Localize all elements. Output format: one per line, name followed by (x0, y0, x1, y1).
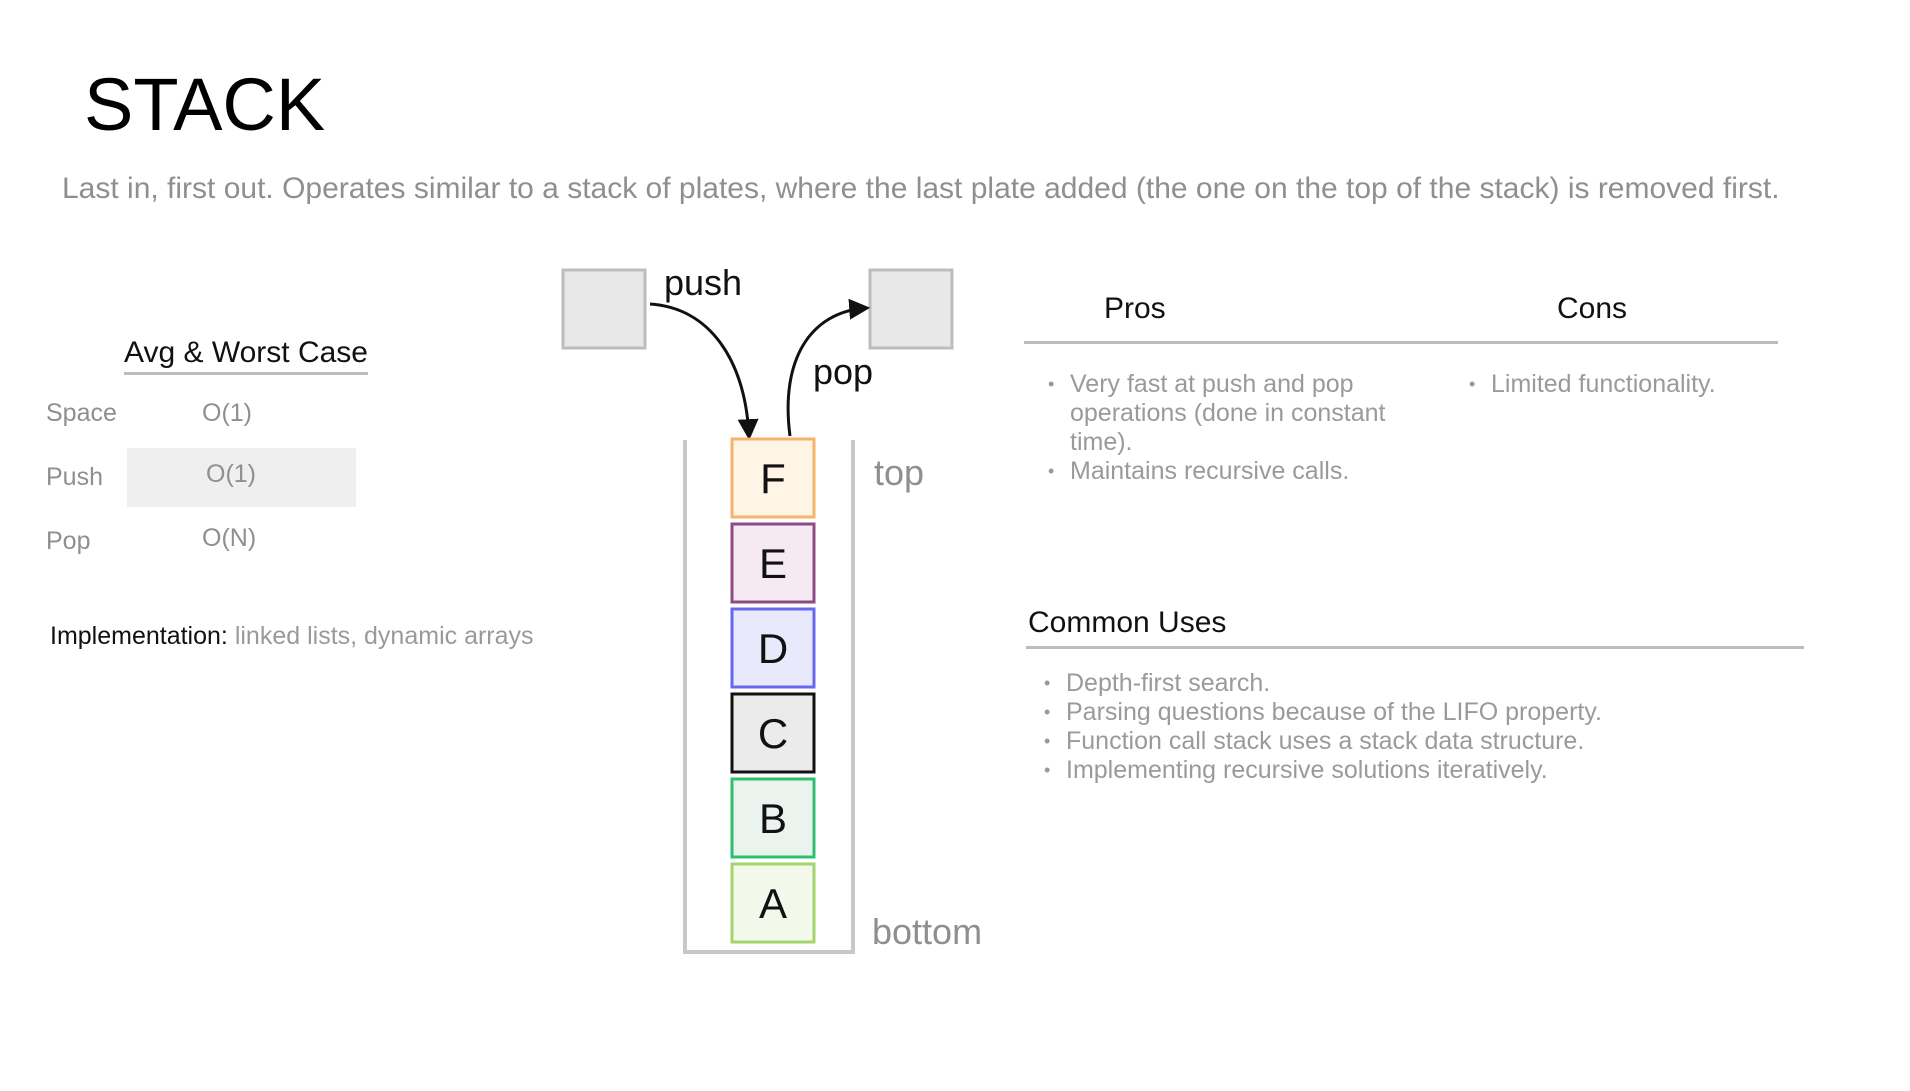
push-arrow (649, 302, 759, 441)
pros-cons-divider (1024, 341, 1778, 344)
bottom-label: bottom (872, 911, 982, 952)
list-item: •Implementing recursive solutions iterat… (1044, 756, 1548, 784)
stack-box-label: E (759, 540, 787, 587)
pop-label: pop (813, 351, 873, 392)
page-title: STACK (84, 63, 326, 146)
implementation-line: Implementation: linked lists, dynamic ar… (50, 622, 534, 651)
common-uses-divider (1026, 646, 1804, 649)
common-uses-heading: Common Uses (1028, 606, 1227, 639)
stack-box-d (730, 607, 816, 689)
stack-box-e (730, 522, 816, 604)
stack-box-a (730, 862, 816, 944)
page-subtitle: Last in, first out. Operates similar to … (62, 172, 1780, 205)
complexity-op-push: Push (46, 463, 103, 491)
list-item: •Parsing questions because of the LIFO p… (1044, 698, 1602, 726)
pop-target-box (868, 268, 954, 350)
push-label: push (664, 262, 742, 303)
stack-box-f (730, 437, 816, 519)
common-uses-list: •Depth-first search. •Parsing questions … (1044, 669, 1766, 785)
list-item: •Limited functionality. (1469, 370, 1716, 398)
complexity-op-space: Space (46, 399, 117, 427)
implementation-value: linked lists, dynamic arrays (227, 622, 534, 650)
push-source-box (561, 268, 647, 350)
list-item: •Depth-first search. (1044, 669, 1271, 697)
stack-box-label: B (759, 795, 787, 842)
pros-heading: Pros (1104, 292, 1166, 325)
complexity-op-pop: Pop (46, 527, 91, 555)
top-label: top (874, 452, 924, 493)
list-item: •Function call stack uses a stack data s… (1044, 727, 1585, 755)
complexity-value-push: O(1) (206, 460, 256, 488)
implementation-label: Implementation: (50, 622, 228, 650)
complexity-value-space: O(1) (202, 399, 252, 427)
highlight-row (127, 448, 356, 507)
stack-box-label: A (759, 880, 787, 927)
pop-arrow (786, 298, 871, 437)
cons-list: •Limited functionality. (1469, 370, 1791, 399)
list-item: •Very fast at push and pop operations (d… (1048, 370, 1386, 456)
stack-box-label: C (758, 710, 788, 757)
complexity-heading: Avg & Worst Case (124, 336, 368, 375)
complexity-value-pop: O(N) (202, 524, 257, 552)
pros-list: •Very fast at push and pop operations (d… (1048, 370, 1410, 486)
stack-container (683, 440, 855, 954)
stack-box-label: F (760, 455, 786, 502)
cons-heading: Cons (1557, 292, 1628, 325)
stack-box-label: D (758, 625, 788, 672)
stack-box-b (730, 777, 816, 859)
list-item: •Maintains recursive calls. (1048, 457, 1350, 485)
stack-box-c (730, 692, 816, 774)
